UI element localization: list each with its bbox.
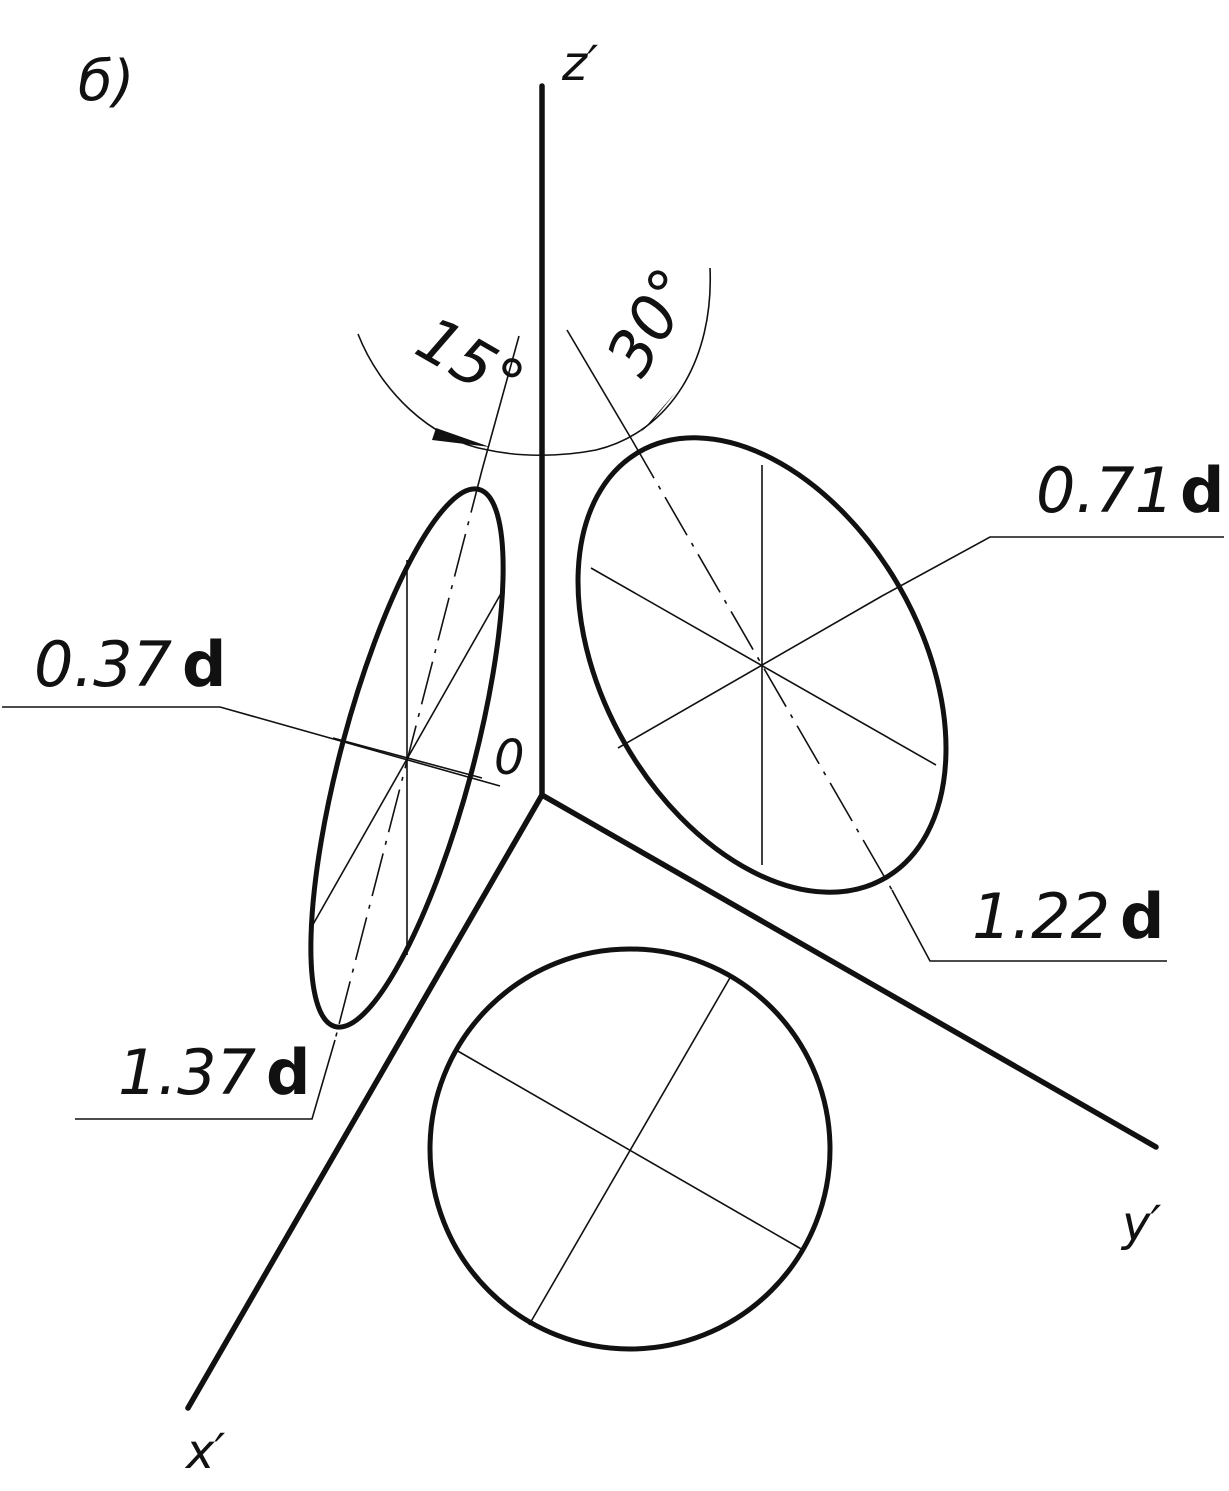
axes xyxy=(185,83,1159,1411)
leader-1-37 xyxy=(75,1039,336,1120)
leaders xyxy=(2,536,1224,1120)
right-angle-arrowhead xyxy=(641,392,676,432)
bottom-circle-group xyxy=(427,946,833,1352)
left-ellipse-axis-extension xyxy=(481,335,520,471)
dimension-0-71d: 0.71d xyxy=(1036,454,1224,527)
dimension-0-71-number: 0.71 xyxy=(1036,454,1174,527)
dimension-1-37-unit: d xyxy=(266,1036,310,1109)
right-ellipse-major-axis xyxy=(631,439,893,891)
leader-0-71 xyxy=(881,536,1224,597)
angle-construction xyxy=(357,267,711,471)
x-axis xyxy=(185,792,545,1411)
bottom-circle xyxy=(427,946,833,1352)
bottom-circle-diameter-y xyxy=(455,1049,804,1251)
dimension-0-37-number: 0.37 xyxy=(34,628,172,701)
dimension-1-22-unit: d xyxy=(1120,880,1164,953)
y-axis-label: y′ xyxy=(1120,1196,1161,1252)
origin-label: 0 xyxy=(494,730,525,786)
y-axis xyxy=(539,792,1159,1150)
angle-arc xyxy=(357,267,711,457)
right-ellipse-axis-extension xyxy=(566,329,633,441)
right-ellipse-group xyxy=(575,435,949,895)
dimension-1-37-number: 1.37 xyxy=(118,1036,256,1109)
left-ellipse-group xyxy=(308,469,506,1041)
left-angle-arrowhead xyxy=(432,428,490,447)
leader-0-37 xyxy=(2,706,501,787)
z-axis-label: z′ xyxy=(561,36,598,92)
leader-1-22 xyxy=(891,889,1167,962)
angle-15-label: 15° xyxy=(405,302,537,420)
dimension-0-37-unit: d xyxy=(182,628,226,701)
figure-label: б) xyxy=(78,49,134,114)
dimension-1-22-number: 1.22 xyxy=(972,880,1110,953)
right-ellipse-oblique-diameter xyxy=(590,567,937,766)
right-ellipse-minor-axis xyxy=(617,595,883,749)
x-axis-label: x′ xyxy=(184,1424,225,1480)
dimension-0-71-unit: d xyxy=(1180,454,1224,527)
